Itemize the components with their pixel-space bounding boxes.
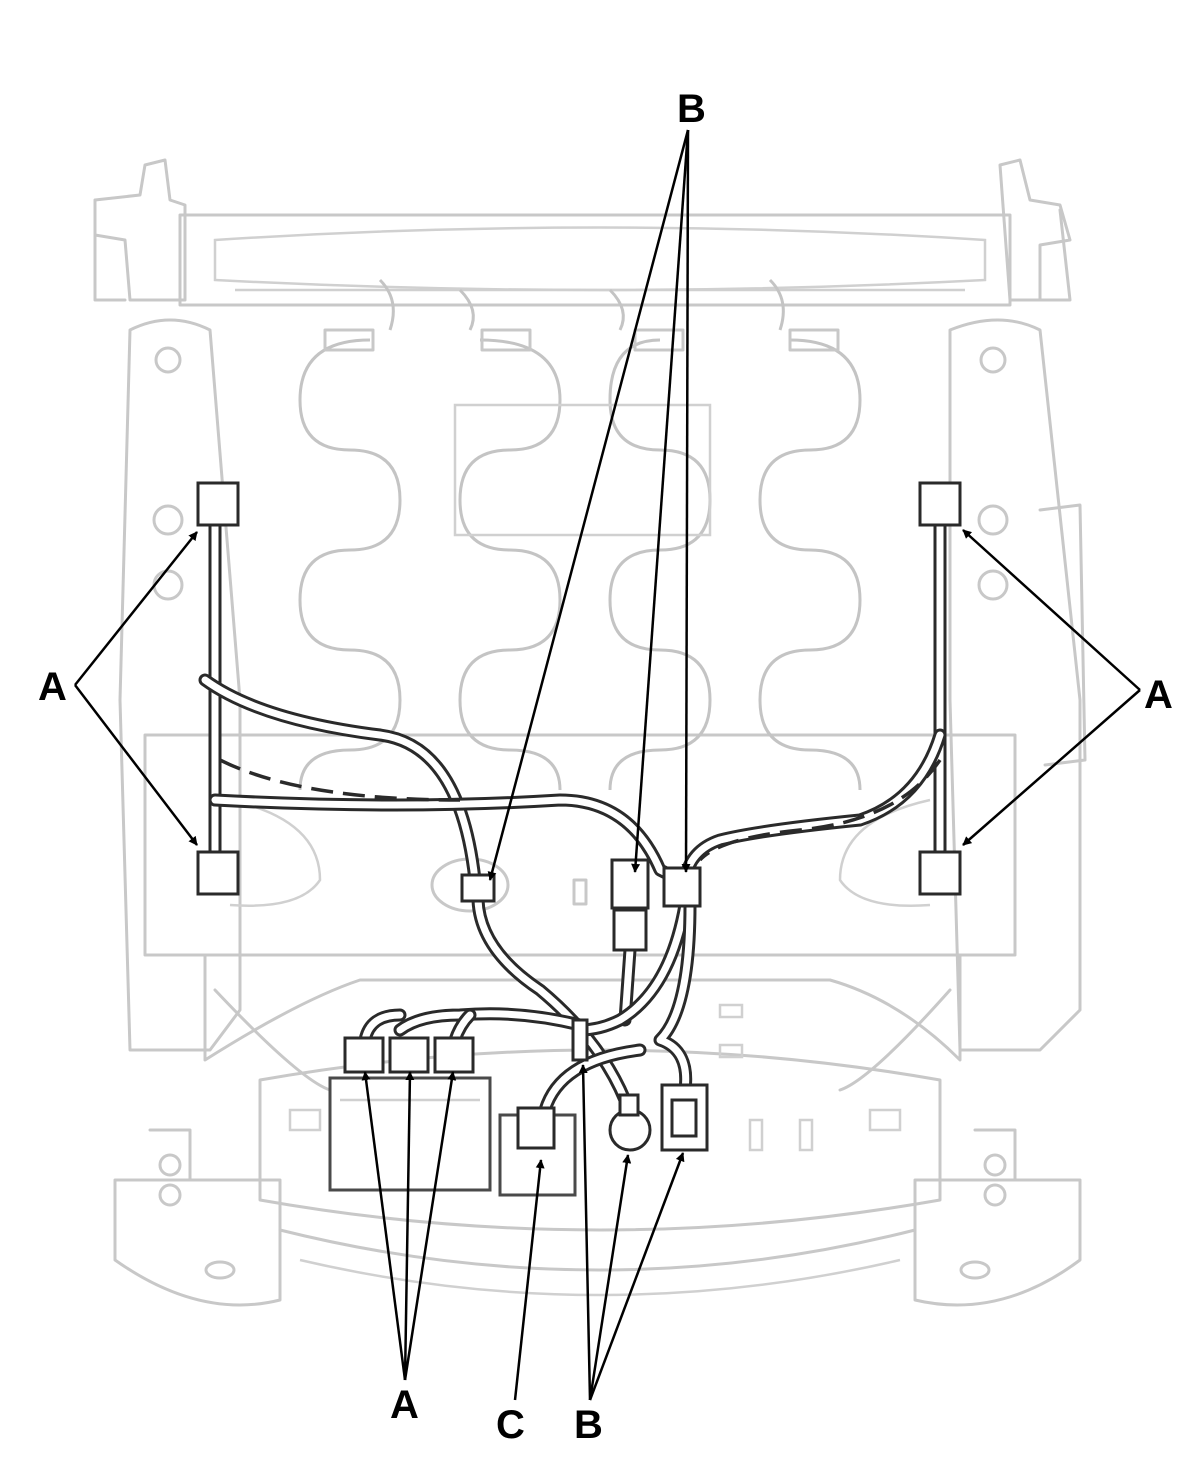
callout-b-top: B [677,87,706,131]
seat-springs [298,278,862,791]
seat-frame [93,158,1087,1307]
connector-b-mid-4 [662,866,702,908]
connector-a-right-top [918,481,962,527]
spring-2 [458,338,562,791]
connector-a-left-top [196,481,240,527]
callout-a-bottom: A [390,1383,419,1427]
spring-4 [758,338,862,791]
callout-labels: B A A A C B [38,87,1173,1447]
callout-a-left: A [38,665,67,709]
connector-a-right-bottom [918,850,962,896]
wire-harness [198,503,947,1117]
connector-a-bottom-3 [433,1036,475,1074]
connector-a-bottom-1 [343,1036,385,1074]
callout-b-bottom: B [574,1403,603,1447]
connector-b-mid-3 [612,908,648,952]
spring-3 [608,338,712,791]
callout-c-bottom: C [496,1403,525,1447]
callout-a-right: A [1144,673,1173,717]
connector-a-left-bottom [196,850,240,896]
connector-b-mid-2 [610,858,650,910]
leader-lines [74,129,1141,1401]
connector-a-bottom-2 [388,1036,430,1074]
